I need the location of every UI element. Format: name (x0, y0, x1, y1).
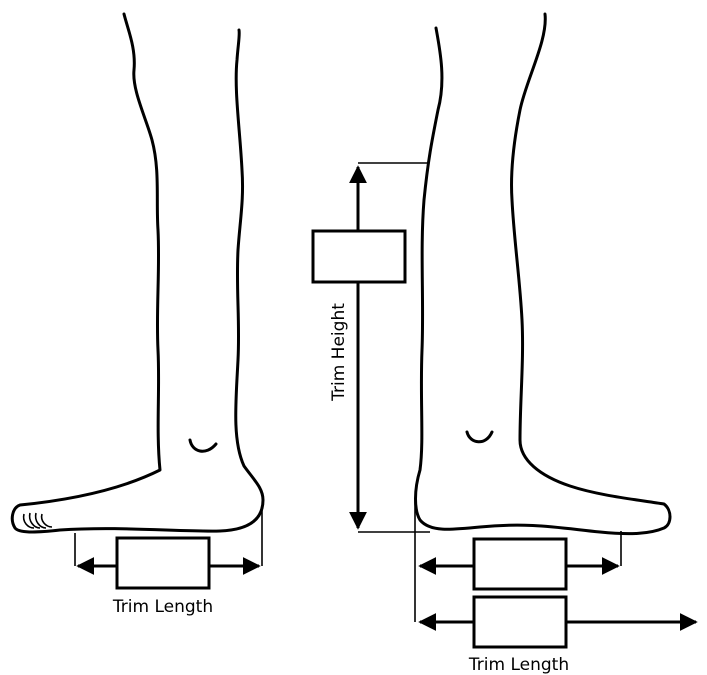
left-leg (12, 14, 263, 532)
left-toes (24, 513, 52, 528)
right-trim-length-box-upper (474, 539, 566, 589)
right-ankle-bone (467, 432, 492, 442)
right-trim-length-label: Trim Length (468, 655, 569, 675)
right-leg-outer-contour (416, 14, 671, 534)
right-trim-height-label: Trim Height (329, 303, 349, 402)
left-ankle-bone (190, 440, 216, 451)
left-trim-length-measurement: Trim Length (75, 508, 262, 617)
right-trim-height-measurement: Trim Height (313, 163, 430, 532)
right-trim-height-box (313, 231, 405, 282)
right-trim-length-box-lower (474, 597, 566, 647)
right-leg (416, 14, 671, 534)
left-trim-length-box (117, 538, 209, 588)
left-trim-length-label: Trim Length (112, 597, 213, 617)
left-leg-outer-contour (12, 14, 263, 532)
